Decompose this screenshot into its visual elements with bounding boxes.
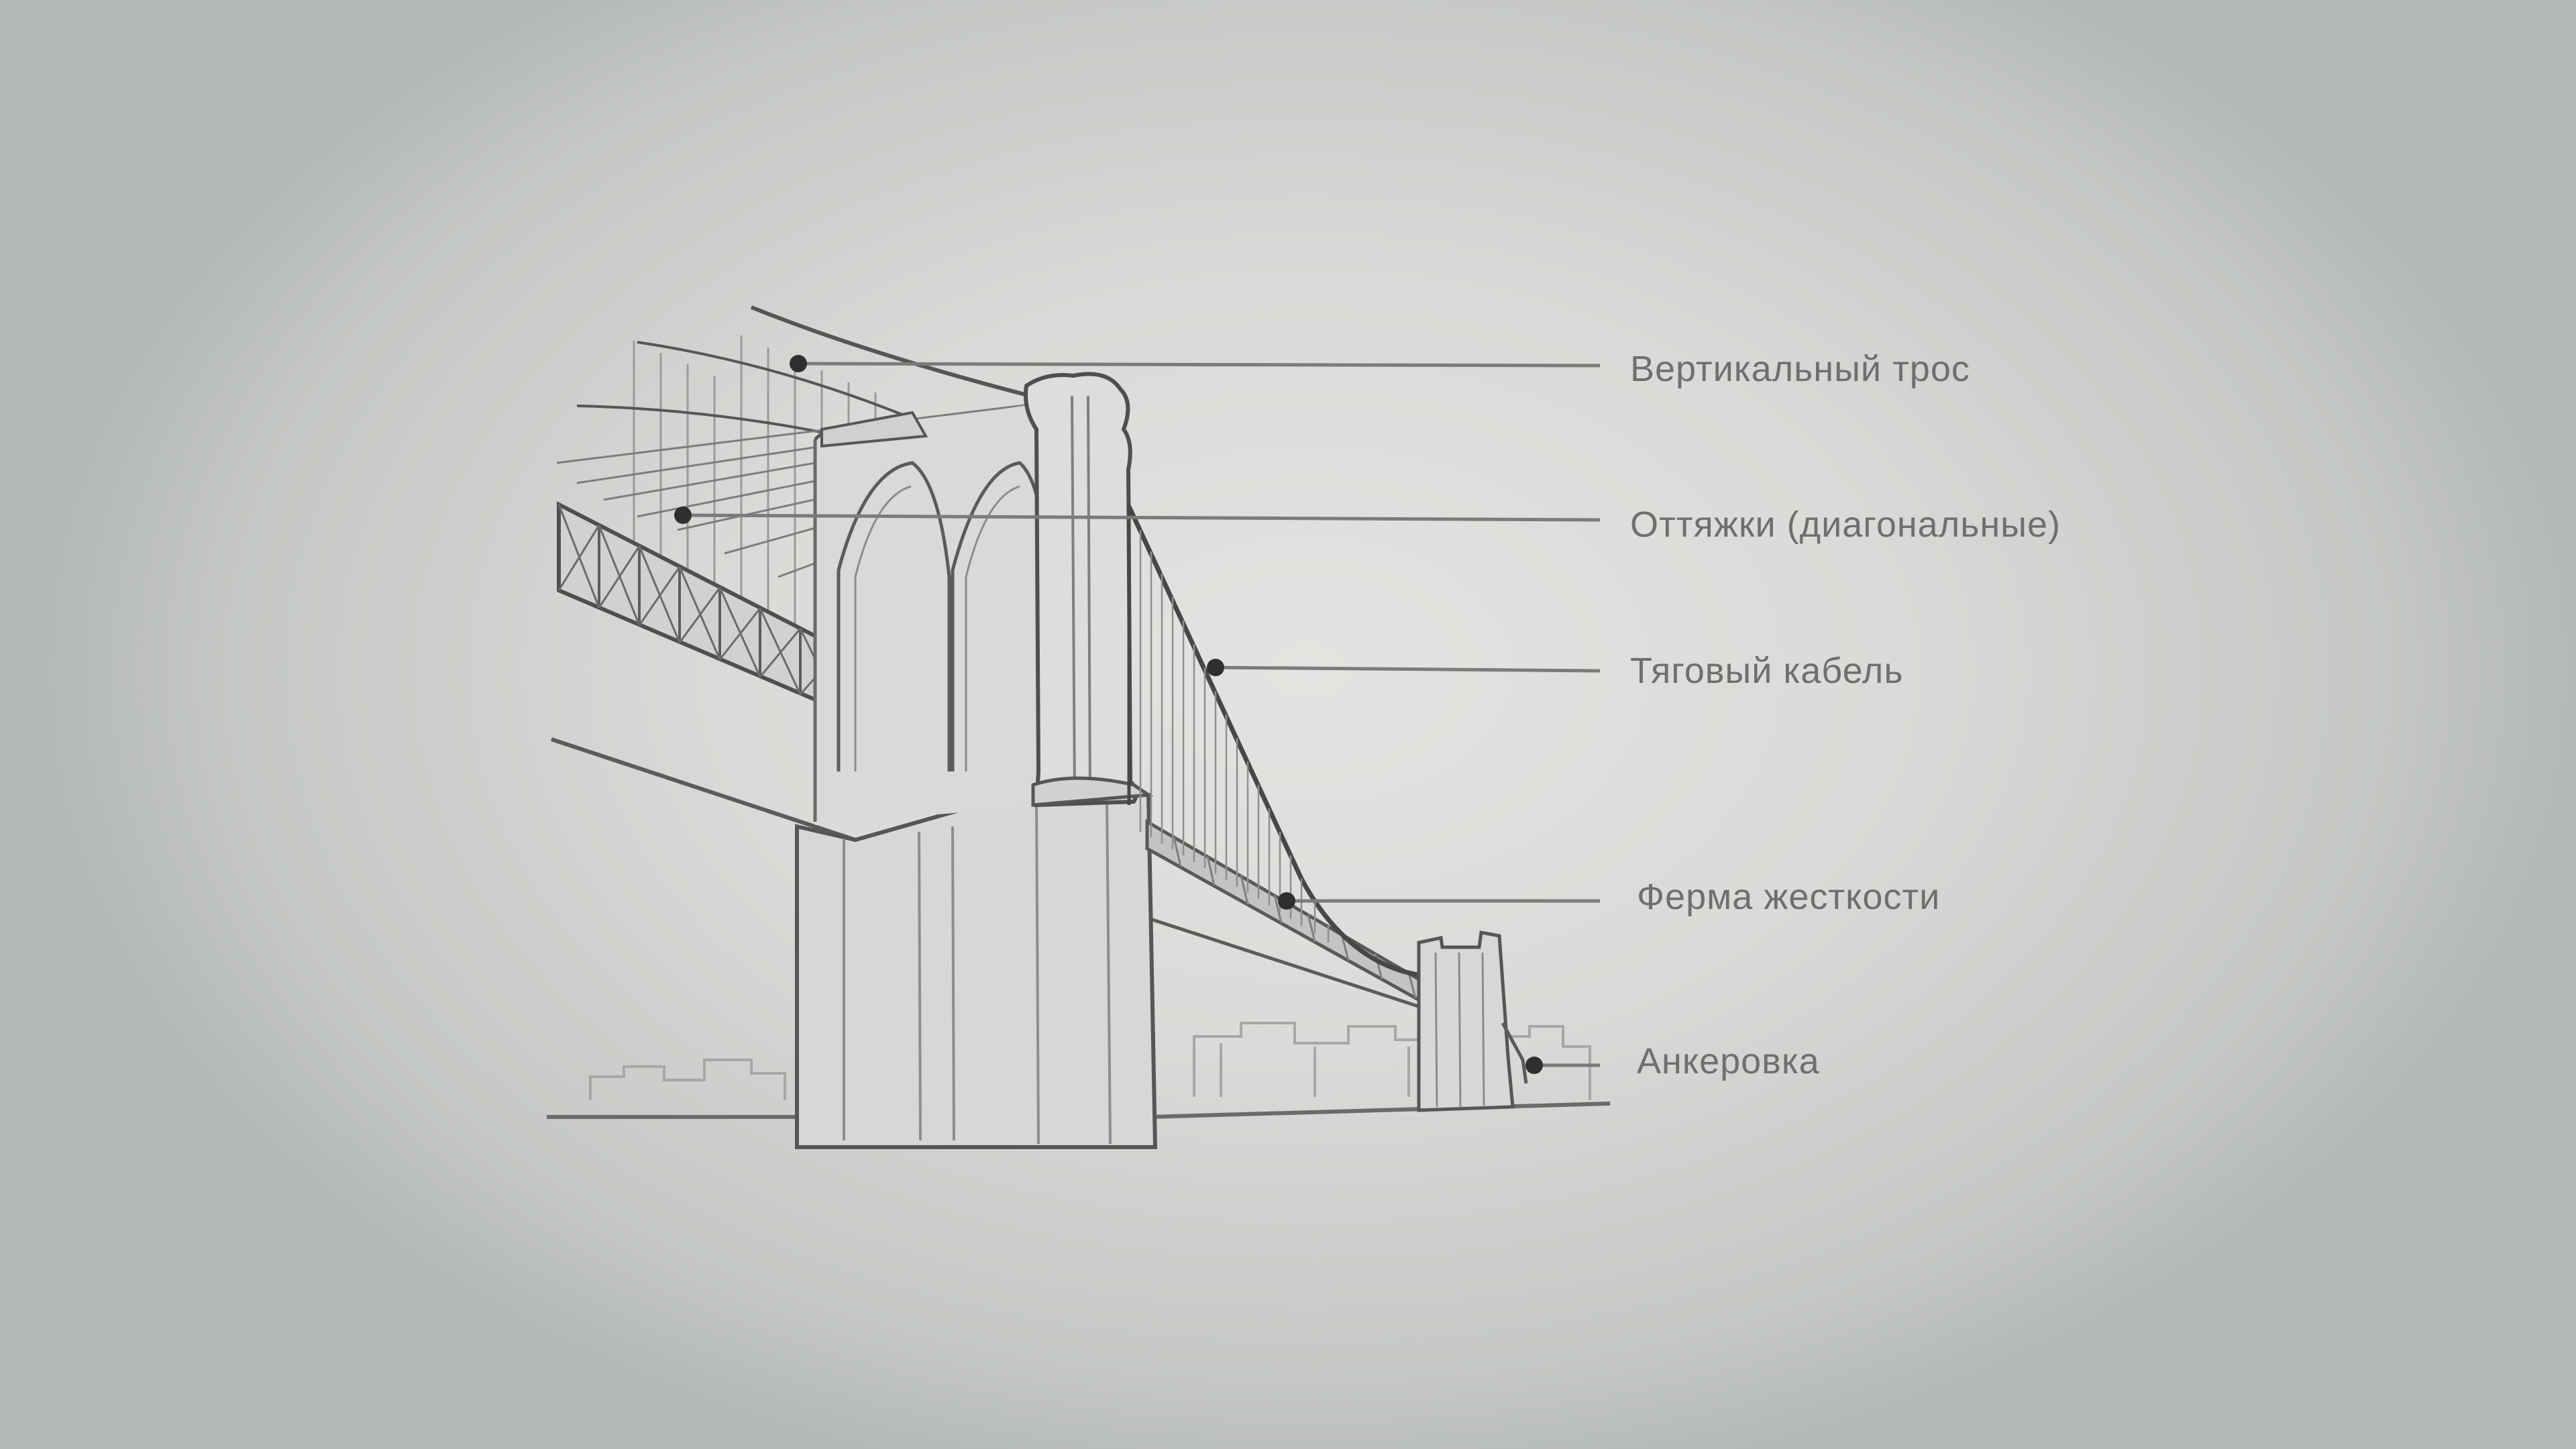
leader-dot-suspender xyxy=(790,355,807,372)
side-span-truss xyxy=(1147,822,1442,1013)
leader-dot-anchorage xyxy=(1525,1057,1543,1074)
label-diagonal-stays: Оттяжки (диагональные) xyxy=(1630,504,2061,545)
leader-dot-main-cable xyxy=(1207,659,1224,676)
label-main-cable: Тяговый кабель xyxy=(1630,651,1903,691)
leader-dot-stays xyxy=(674,506,692,524)
label-stiffening-truss: Ферма жесткости xyxy=(1637,877,1940,917)
labels: Вертикальный трос Оттяжки (диагональные)… xyxy=(1630,349,2061,1081)
main-tower xyxy=(815,374,1148,826)
label-vertical-cable: Вертикальный трос xyxy=(1630,349,1970,389)
label-anchorage: Анкеровка xyxy=(1637,1041,1820,1081)
leader-dot-truss xyxy=(1278,892,1295,910)
anchorage-block xyxy=(1419,932,1526,1110)
tower-base xyxy=(797,792,1155,1147)
